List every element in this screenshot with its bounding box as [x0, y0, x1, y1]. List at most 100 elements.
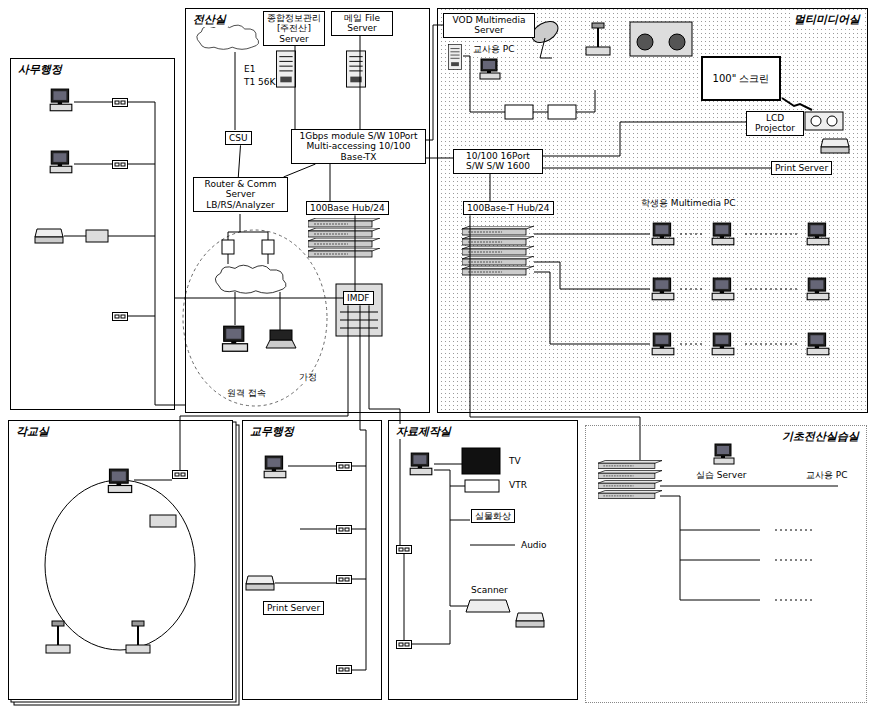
- mdf-rack: [336, 284, 382, 336]
- device-label: Print Server: [775, 163, 828, 173]
- device-label: CSU: [229, 133, 248, 143]
- wire: [463, 38, 552, 112]
- server-label: 종합정보관리 [주전산] Server: [263, 11, 325, 46]
- device-label: Audio: [520, 540, 548, 550]
- device-label: 원격 접속: [226, 388, 267, 398]
- hub-unit: [308, 218, 380, 227]
- router-box: Router & Comm Server LB/RS/Analyzer: [193, 177, 288, 212]
- network-link: [543, 168, 771, 169]
- wire: [434, 464, 515, 606]
- network-link: [360, 36, 361, 129]
- wire: [235, 52, 236, 130]
- ohp-icon: [46, 621, 70, 653]
- document-camera-box: 실물화상: [471, 509, 515, 523]
- pc-icon: [714, 444, 734, 464]
- lens: [827, 116, 837, 126]
- device-label: 100Base Hub/24: [310, 203, 385, 213]
- room-heading: 멀티미디어실: [792, 12, 862, 27]
- projector-icon: [805, 112, 843, 130]
- speaker: [637, 34, 653, 50]
- wall-jack: [113, 99, 128, 107]
- wire: [228, 214, 268, 240]
- device-label: 100" 스크린: [713, 73, 770, 85]
- boombox: [630, 22, 692, 56]
- device-label: 학생용 Multimedia PC: [640, 198, 736, 208]
- hub-unit: [462, 256, 534, 265]
- device-label: 실습 Server: [695, 470, 747, 480]
- projector-box: LCD Projector: [746, 111, 804, 136]
- screen-box: 100" 스크린: [701, 56, 781, 101]
- room-heading: 교무행정: [248, 424, 296, 439]
- device-label: 실물화상: [475, 511, 511, 521]
- network-link: [490, 174, 491, 201]
- home-pc: [223, 326, 248, 351]
- pc-icon: [652, 223, 674, 245]
- hub-unit: [308, 248, 380, 257]
- wall-jack: [337, 666, 352, 674]
- page-ground: [8, 420, 233, 700]
- device-label: 가정: [298, 372, 318, 382]
- network-link: [180, 305, 348, 420]
- printer-icon: [821, 139, 849, 153]
- pc-icon: [50, 151, 72, 173]
- network-link: [355, 215, 356, 291]
- pc-icon: [50, 89, 72, 111]
- room-panel: 사무행정: [10, 58, 175, 410]
- hub-unit: [598, 461, 662, 469]
- pc-icon: [712, 278, 734, 300]
- vtr-icon: [465, 480, 499, 492]
- device-label: 교사용 PC: [805, 470, 849, 480]
- classroom-ring: [45, 480, 195, 650]
- pc-icon: [480, 59, 500, 79]
- wall-jack: [397, 641, 412, 649]
- device-label: 종합정보관리 [주전산] Server: [267, 13, 321, 44]
- pc-icon: [108, 469, 131, 492]
- pc-icon: [807, 278, 829, 300]
- hub-unit: [598, 491, 662, 499]
- network-link: [369, 305, 400, 420]
- wall-jack: [337, 463, 352, 471]
- network-link: [175, 298, 343, 299]
- room-panel: 각교실: [8, 420, 233, 700]
- device-label: 교사용 PC: [472, 44, 516, 54]
- hub-unit: [308, 238, 380, 247]
- server-label: 메일 File Server: [331, 11, 393, 36]
- av-box: [505, 105, 533, 119]
- csu-box: CSU: [225, 131, 252, 145]
- room-heading: 전산실: [191, 12, 228, 27]
- room-heading: 기초전산실습실: [780, 429, 861, 444]
- server-tower: [347, 51, 366, 87]
- server-tower: [277, 51, 296, 87]
- hub-unit: [462, 246, 534, 255]
- switch-box: 1Gbps module S/W 10Port Multi-accessing …: [291, 129, 426, 164]
- hub-unit: [598, 481, 662, 489]
- device-label: 10/100 16Port S/W S/W 1600: [457, 151, 539, 172]
- hub-unit: [308, 228, 380, 237]
- server-box: VOD Multimedia Server: [443, 13, 535, 38]
- device-label: Print Server: [267, 603, 320, 613]
- pc-icon: [712, 223, 734, 245]
- room-heading: 각교실: [14, 424, 51, 439]
- printer-icon: [516, 613, 544, 627]
- network-link: [360, 305, 361, 420]
- network-link: [295, 46, 296, 129]
- device-label: 100Base-T Hub/24: [467, 203, 550, 213]
- phone-cloud: [215, 265, 286, 293]
- laptop-screen: [270, 330, 292, 340]
- room-heading: 사무행정: [16, 62, 64, 77]
- wall-jack: [113, 161, 128, 169]
- switch-box: 10/100 16Port S/W S/W 1600: [453, 149, 543, 174]
- device-label: 1Gbps module S/W 10Port Multi-accessing …: [295, 131, 422, 162]
- hub-box: 100Base Hub/24: [306, 201, 389, 215]
- room-panel: 기초전산실습실: [585, 425, 867, 703]
- network-link: [470, 215, 640, 425]
- pc-icon: [410, 453, 432, 475]
- network-link: [330, 164, 331, 201]
- device-label: IMDF: [347, 293, 370, 303]
- dotted-wire: [680, 234, 800, 344]
- print-box: [86, 230, 108, 242]
- student-pcs: [652, 223, 829, 355]
